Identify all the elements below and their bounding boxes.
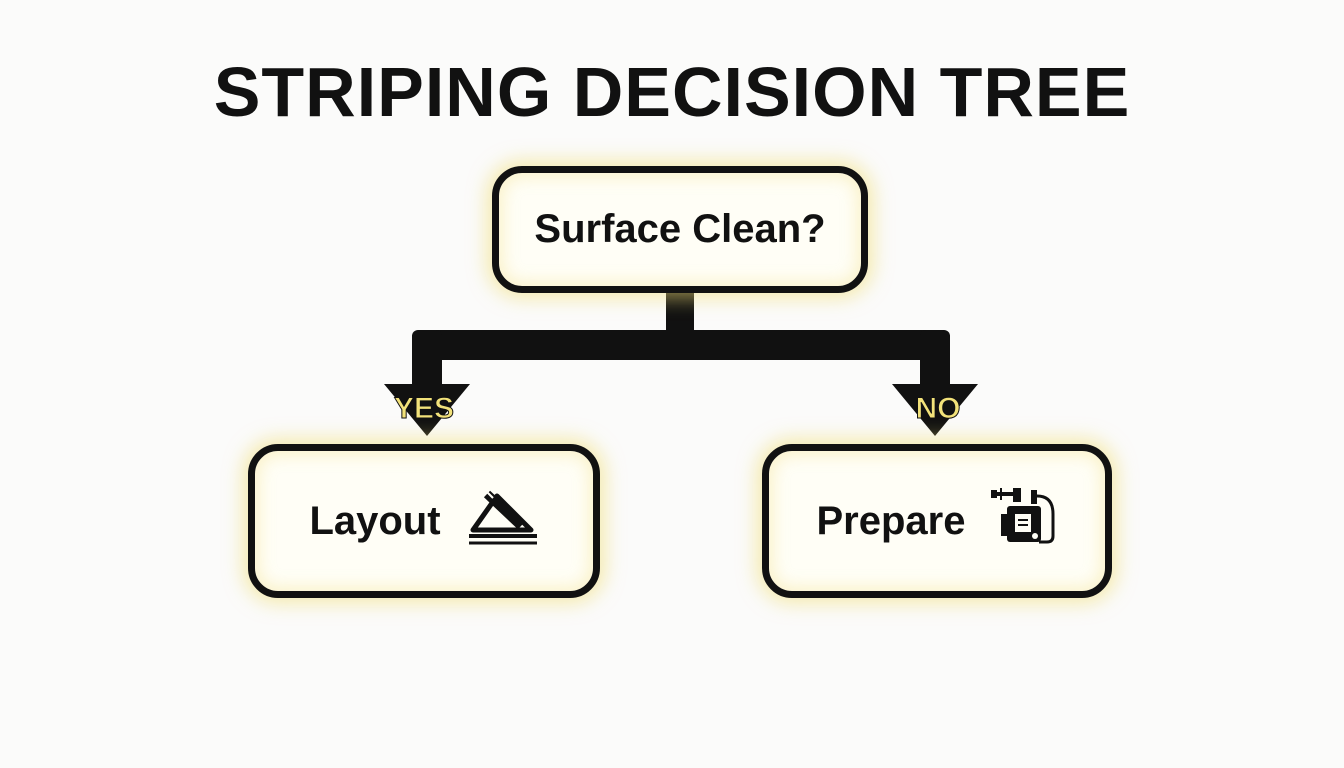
no-branch-label: NO [915, 392, 961, 426]
yes-arrowhead [384, 384, 470, 436]
outcome-node-prepare: Prepare [762, 444, 1112, 598]
outcome-label-prepare: Prepare [816, 498, 966, 543]
decision-node-label: Surface Clean? [534, 207, 826, 251]
decision-node-surface-clean: Surface Clean? [492, 166, 868, 293]
yes-branch-label: YES [393, 392, 455, 426]
outcome-label-layout: Layout [309, 498, 441, 543]
no-drop [920, 330, 950, 390]
no-arrowhead [892, 384, 978, 436]
outcome-node-layout: Layout [248, 444, 600, 598]
diagram-title: STRIPING DECISION TREE [213, 53, 1131, 131]
yes-drop [412, 330, 442, 390]
triangle-ruler-icon [467, 486, 539, 556]
pressure-washer-icon [991, 484, 1057, 558]
branch-bar [412, 330, 950, 360]
